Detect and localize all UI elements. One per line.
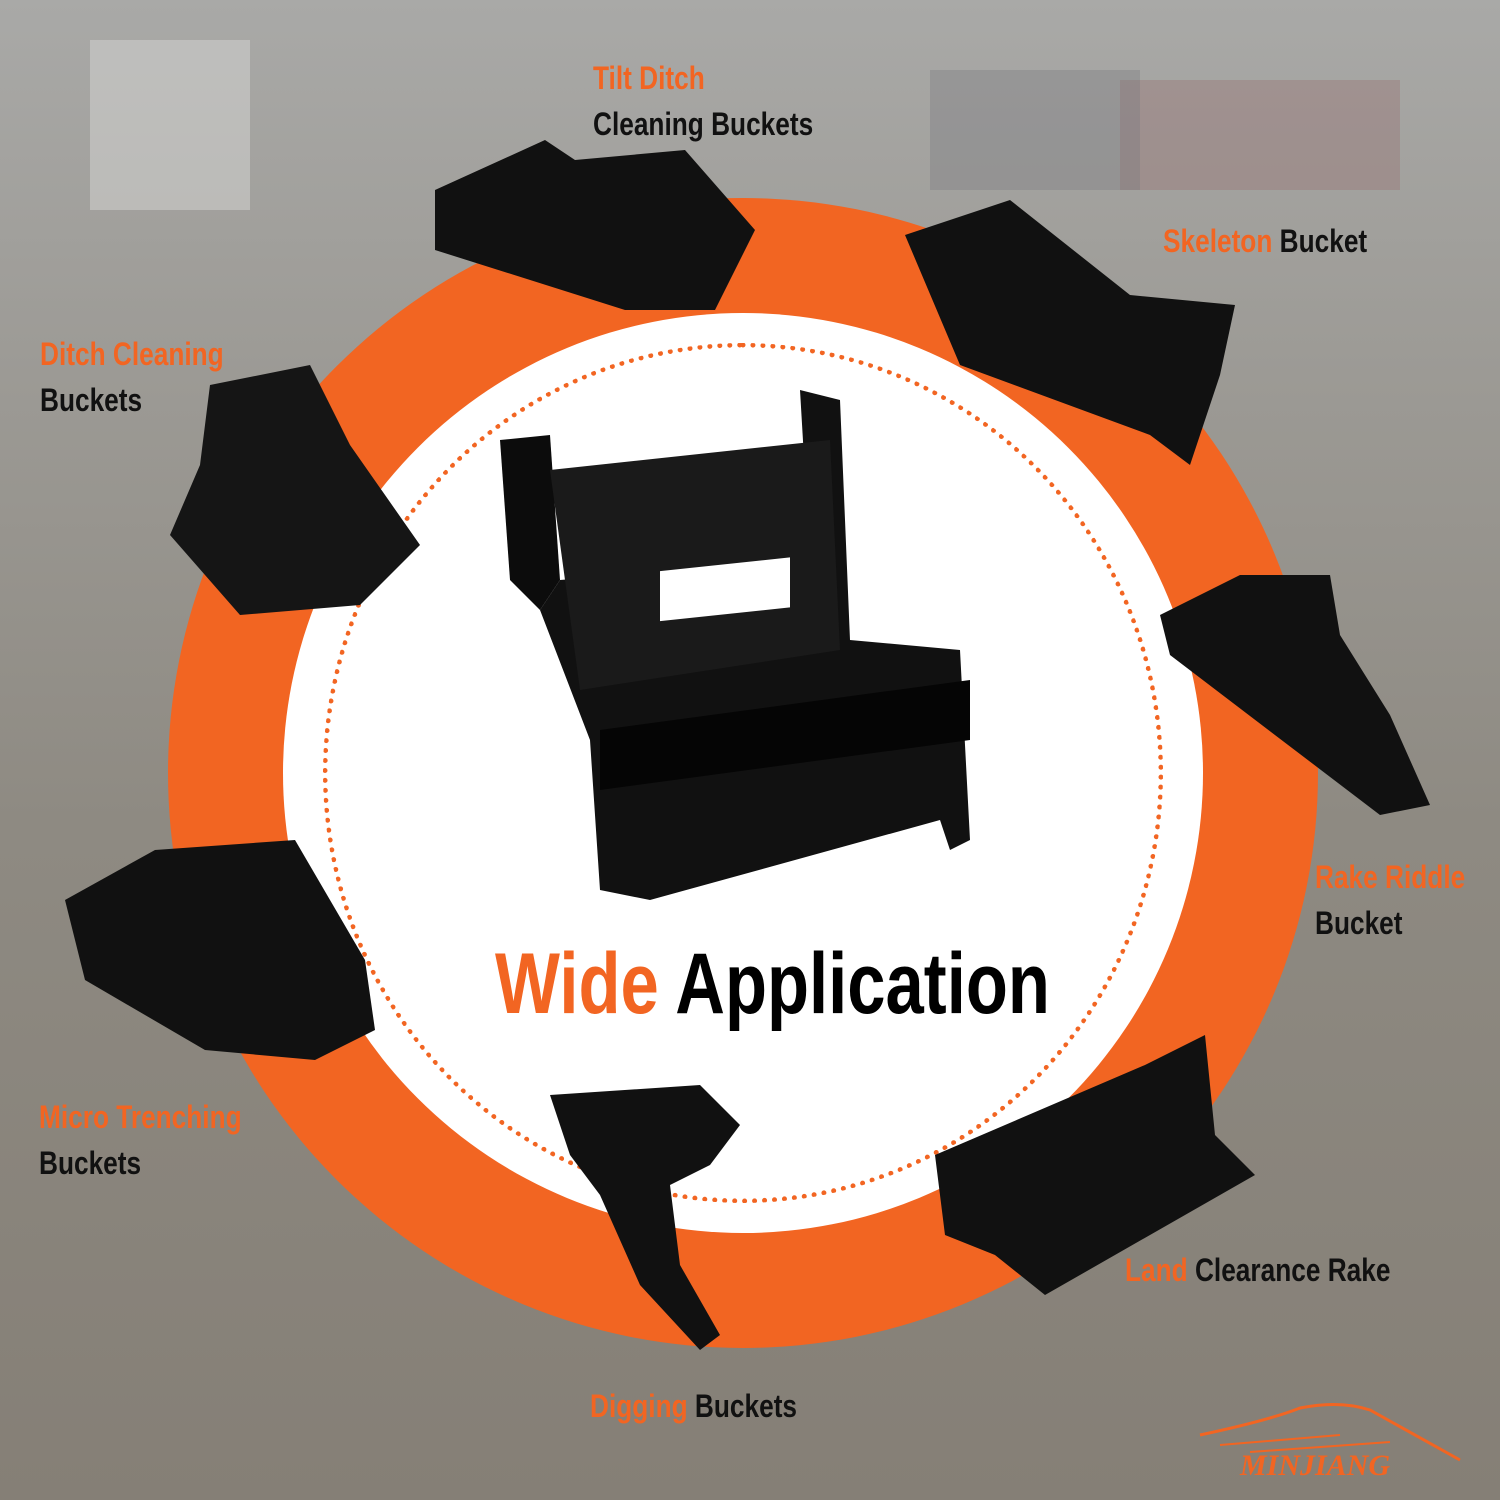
headline-rest: Application	[675, 936, 1050, 1032]
label-accent: Land	[1125, 1252, 1188, 1288]
digging-bucket-image	[550, 1085, 740, 1350]
label-accent: Digging	[590, 1388, 688, 1424]
label-rest: Bucket	[1315, 905, 1403, 941]
label-rest: Bucket	[1279, 223, 1368, 259]
label-digging-buckets: Digging Buckets	[590, 1383, 797, 1429]
label-land-clearance-rake: Land Clearance Rake	[1125, 1247, 1390, 1293]
rake-riddle-bucket-image	[1160, 575, 1430, 815]
label-rest: Buckets	[694, 1388, 798, 1424]
background-building	[90, 40, 250, 210]
minjiang-logo: MINJIANG	[1199, 1402, 1461, 1480]
background-truck	[1120, 80, 1400, 190]
skeleton-bucket-image	[905, 200, 1235, 465]
micro-trenching-bucket-image	[65, 840, 375, 1060]
label-accent: Rake Riddle	[1315, 859, 1466, 895]
label-rest: Buckets	[40, 382, 143, 418]
quick-coupler-image	[500, 390, 970, 900]
label-skeleton-bucket: Skeleton Bucket	[1163, 218, 1367, 264]
label-rest: Buckets	[39, 1145, 142, 1181]
label-accent: Tilt Ditch	[593, 60, 705, 96]
label-accent: Skeleton	[1163, 223, 1273, 259]
tilt-ditch-bucket-image	[435, 140, 755, 310]
logo-text: MINJIANG	[1239, 1449, 1390, 1480]
label-accent: Micro Trenching	[39, 1099, 242, 1135]
dotted-circle	[323, 343, 1163, 1203]
headline: Wide Application	[495, 935, 1050, 1034]
label-rest: Cleaning Buckets	[593, 106, 814, 142]
label-accent: Ditch Cleaning	[40, 336, 224, 372]
headline-accent: Wide	[495, 936, 659, 1032]
background-truck	[930, 70, 1140, 190]
land-clearance-rake-image	[935, 1035, 1255, 1295]
ditch-cleaning-bucket-image	[170, 365, 420, 615]
label-rest: Clearance Rake	[1194, 1252, 1391, 1288]
